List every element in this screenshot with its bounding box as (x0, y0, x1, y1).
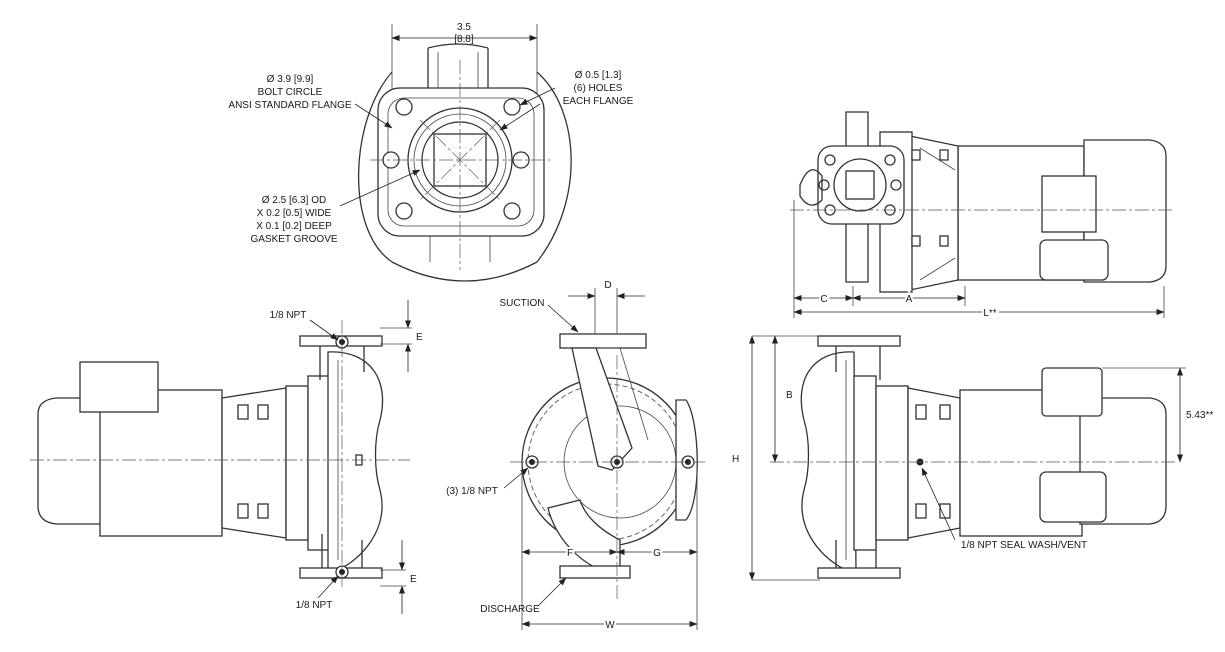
dim-c: C (820, 294, 827, 305)
npt-label-bottom: 1/8 NPT (296, 600, 333, 611)
dim-h: H (732, 454, 739, 465)
gasket-label-4: GASKET GROOVE (250, 234, 337, 245)
discharge-label: DISCHARGE (480, 604, 540, 615)
dim-d: D (604, 280, 611, 291)
holes-label-2: (6) HOLES (574, 83, 623, 94)
dim-w: W (605, 620, 615, 631)
dim-a: A (906, 294, 913, 305)
gasket-label-3: X 0.1 [0.2] DEEP (256, 221, 332, 232)
profile-view-left (30, 300, 412, 614)
bolt-circle-label: Ø 3.9 [9.9] (267, 74, 314, 85)
holes-label-3: EACH FLANGE (563, 96, 634, 107)
bolt-circle-label-2: BOLT CIRCLE (258, 87, 323, 98)
dim-f: F (567, 548, 573, 559)
dim-543: 5.43** (1186, 410, 1213, 421)
holes-label: Ø 0.5 [1.3] (575, 70, 622, 81)
bolt-circle-label-3: ANSI STANDARD FLANGE (228, 100, 351, 111)
suction-label: SUCTION (500, 298, 545, 309)
dim-e-bottom: E (410, 574, 417, 585)
dim-e-top: E (416, 332, 423, 343)
gasket-label: Ø 2.5 [6.3] OD (262, 195, 326, 206)
dim-g: G (653, 548, 661, 559)
dim-l: L** (983, 308, 996, 319)
dim-b: B (786, 390, 793, 401)
width-label-88: [8.8] (454, 34, 474, 45)
npt-label-top: 1/8 NPT (270, 310, 307, 321)
side-view-top-right (790, 111, 1175, 318)
npt-three-label: (3) 1/8 NPT (446, 486, 498, 497)
profile-view-right (749, 335, 1186, 581)
gasket-label-2: X 0.2 [0.5] WIDE (257, 208, 332, 219)
seal-wash-label: 1/8 NPT SEAL WASH/VENT (961, 540, 1087, 551)
drawing-labels: 3.5 [8.8] Ø 3.9 [9.9] BOLT CIRCLE ANSI S… (228, 22, 1213, 633)
flange-detail-view (339, 24, 572, 282)
width-label-35: 3.5 (457, 22, 471, 33)
front-view-center (503, 288, 705, 630)
